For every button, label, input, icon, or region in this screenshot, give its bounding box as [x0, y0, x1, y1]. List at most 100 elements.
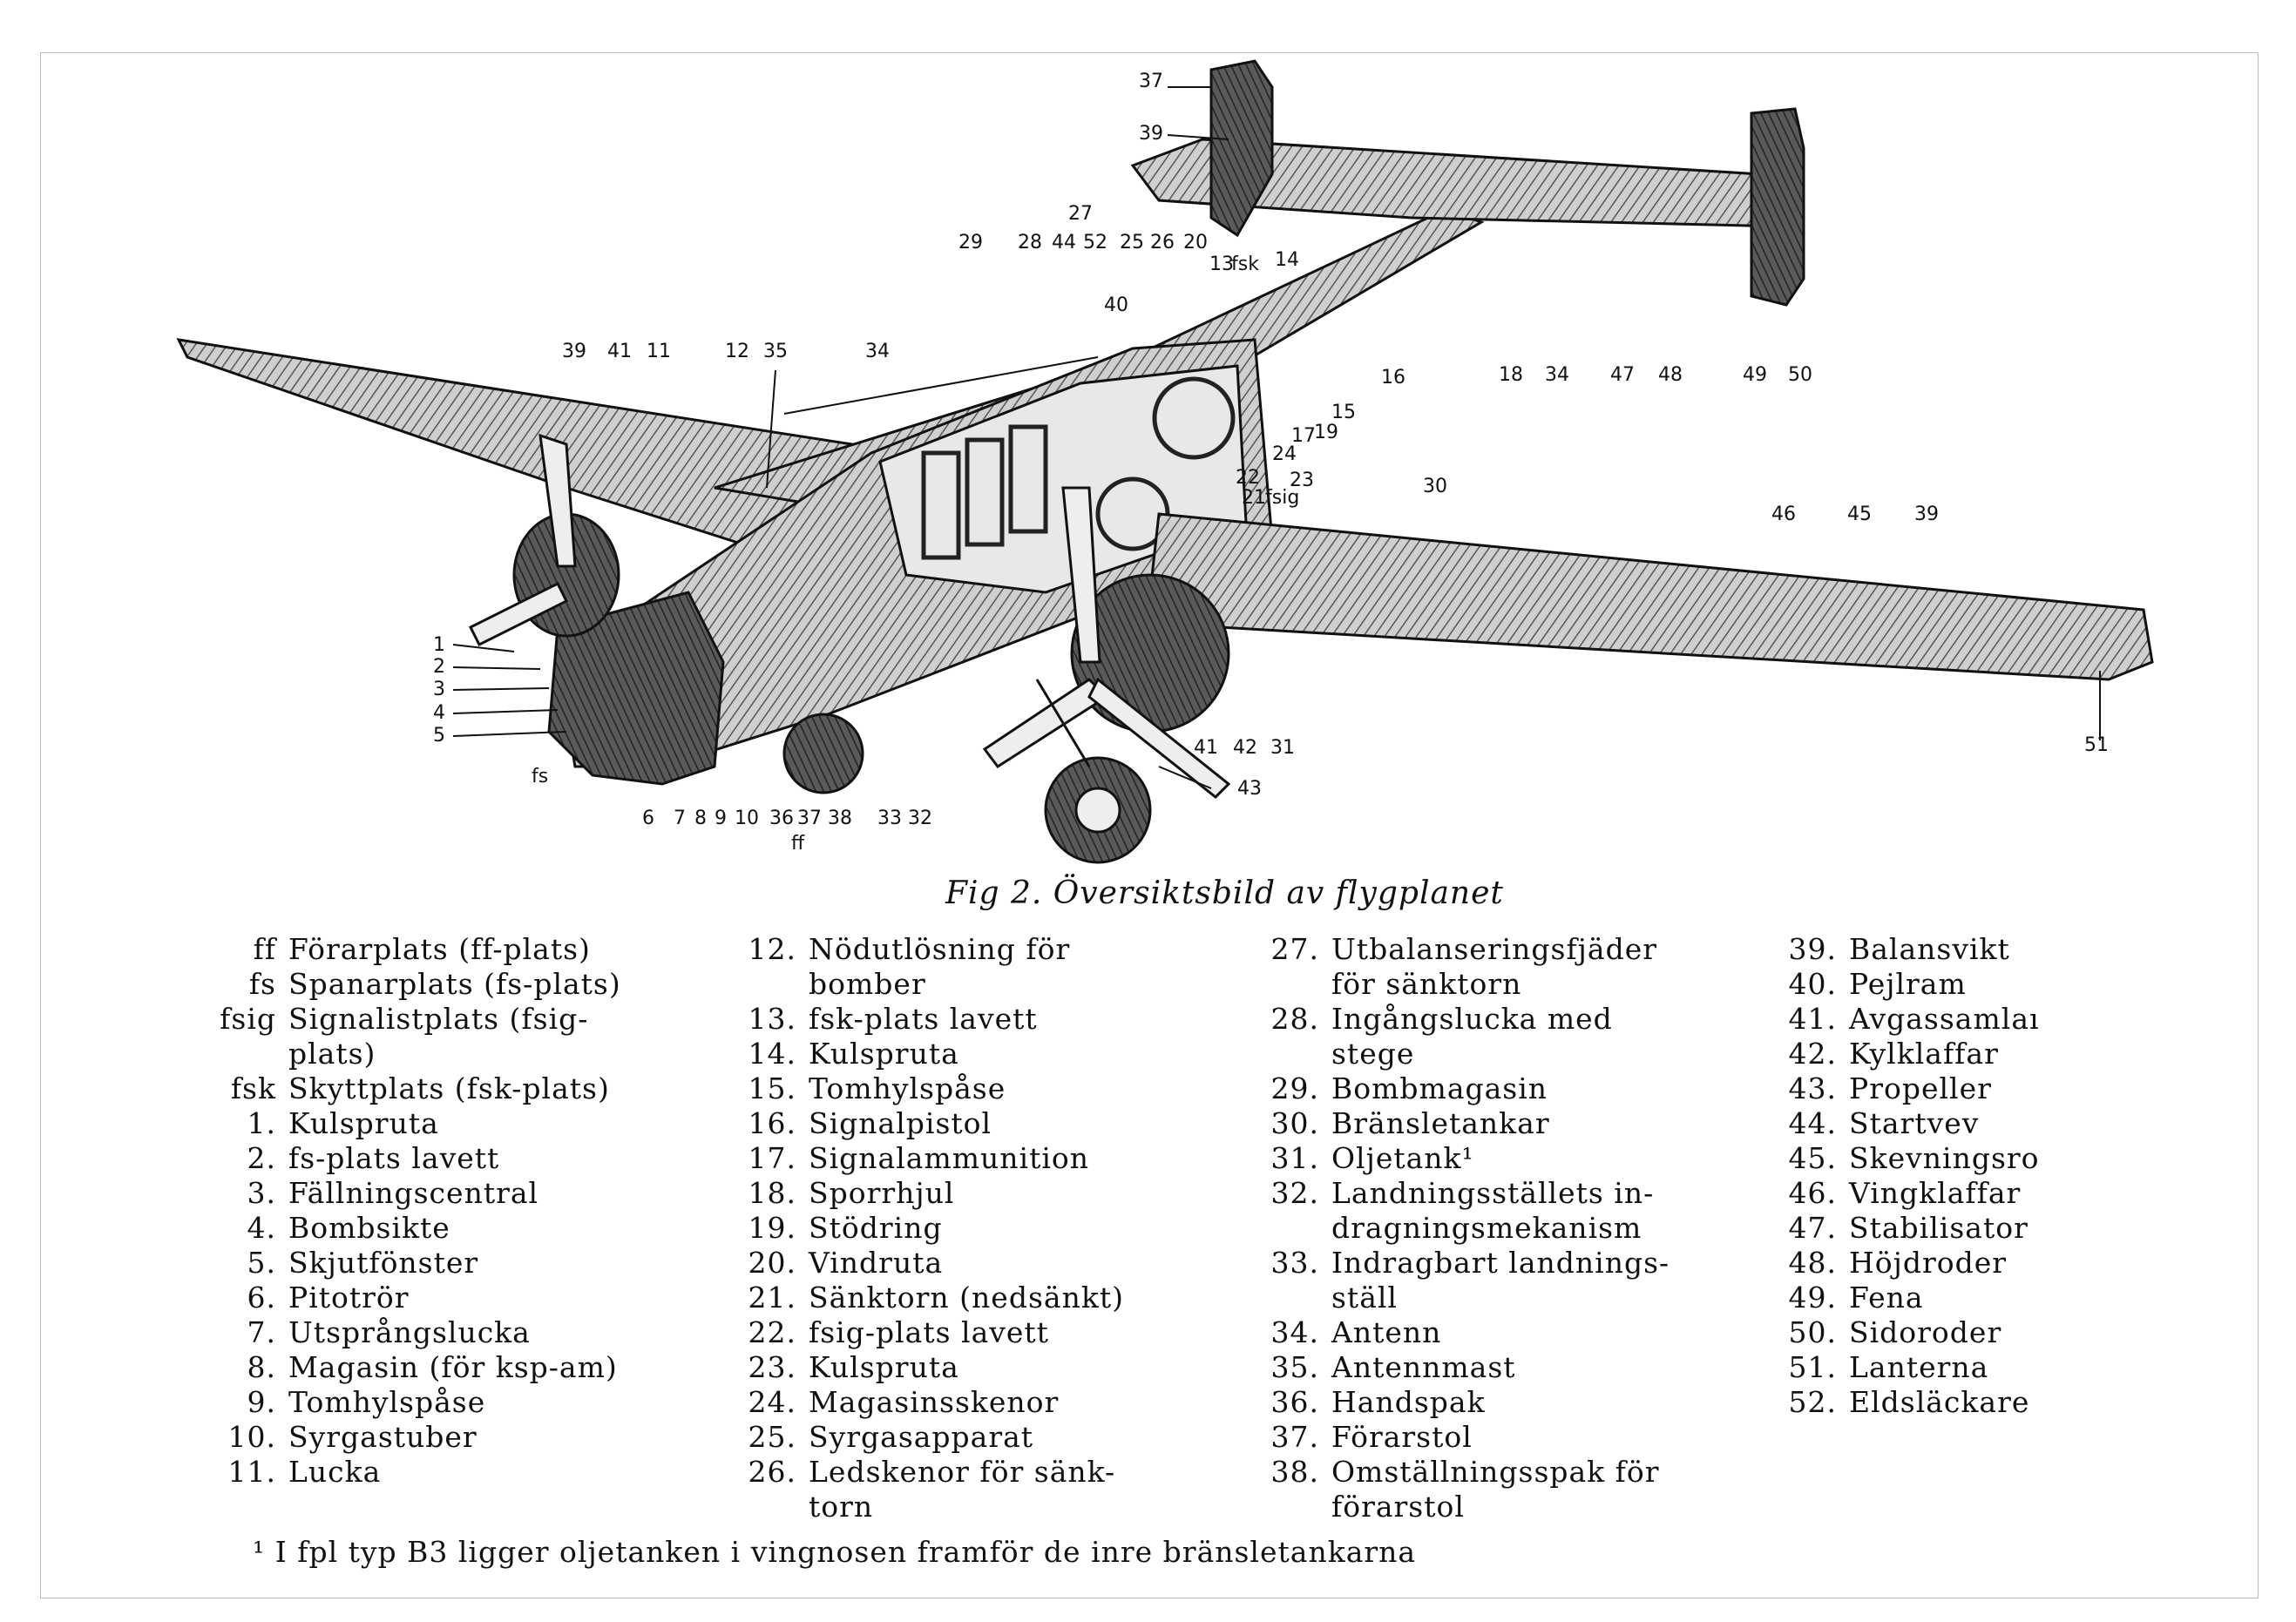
right-propeller — [982, 486, 1231, 800]
legend-text: Stödring — [809, 1211, 943, 1245]
legend-text: Skjutfönster — [288, 1246, 479, 1280]
callout-33: 33 — [877, 808, 902, 829]
callout-16: 16 — [1381, 367, 1405, 389]
callout-41-top: 41 — [607, 341, 632, 362]
legend-text: Bränsletankar — [1331, 1106, 1550, 1140]
figure-frame — [40, 52, 2259, 1598]
callout-34-top: 34 — [865, 341, 890, 362]
legend-item: 48.Höjdroder — [1771, 1246, 2040, 1281]
legend-key: 27. — [1270, 932, 1319, 966]
callout-31: 31 — [1270, 737, 1295, 759]
callout-39-wing: 39 — [1914, 503, 1939, 525]
legend-item: 8.Magasin (för ksp-am) — [205, 1350, 621, 1385]
callout-35: 35 — [763, 341, 788, 362]
legend-text: Indragbart landnings- — [1331, 1246, 1670, 1280]
legend-key: 17. — [748, 1141, 796, 1175]
legend-text: Kulspruta — [809, 1350, 959, 1384]
callout-13: 13 — [1209, 253, 1234, 275]
callout-1: 1 — [433, 634, 445, 656]
callout-19: 19 — [1314, 422, 1338, 443]
legend-key: 33. — [1270, 1246, 1319, 1280]
legend-item: 19. Stödring — [730, 1211, 1124, 1246]
legend-key: fsk — [230, 1071, 276, 1105]
legend-text: Kulspruta — [288, 1106, 439, 1140]
legend-key: 2. — [247, 1141, 276, 1175]
legend-item: 31.Oljetank¹ — [1253, 1141, 1670, 1176]
legend-key: 39. — [1788, 932, 1837, 966]
legend-key — [1253, 1037, 1319, 1071]
legend-text: Kulspruta — [809, 1037, 959, 1071]
legend-text: Nödutlösning för — [809, 932, 1071, 966]
legend-item: 18.Sporrhjul — [730, 1176, 1124, 1211]
legend-key: 11. — [227, 1455, 276, 1489]
callout-37-tail: 37 — [1139, 71, 1163, 92]
callout-37: 37 — [797, 808, 822, 829]
legend-key: 46. — [1788, 1176, 1837, 1210]
callout-47: 47 — [1610, 364, 1635, 386]
legend-key: 1. — [247, 1106, 276, 1140]
right-wing — [1148, 512, 2154, 681]
legend-key: 36. — [1270, 1385, 1319, 1419]
legend-text: torn — [809, 1490, 874, 1524]
legend-item: 14.Kulspruta — [730, 1037, 1124, 1071]
legend-key: 50. — [1788, 1315, 1837, 1349]
legend-text: Fena — [1849, 1281, 1924, 1314]
callout-49: 49 — [1743, 364, 1767, 386]
legend-text: Pejlram — [1849, 967, 1967, 1001]
legend-key: ff — [253, 932, 276, 966]
legend-text: Bombmagasin — [1331, 1071, 1548, 1105]
legend-text: Utsprångslucka — [288, 1315, 531, 1349]
legend-key: 19. — [748, 1211, 796, 1245]
callout-36: 36 — [769, 808, 794, 829]
left-wing — [176, 338, 883, 559]
legend-text: Sänktorn (nedsänkt) — [809, 1281, 1124, 1314]
callout-ff: ff — [791, 833, 805, 855]
legend-item: 21.Sänktorn (nedsänkt) — [730, 1281, 1124, 1315]
left-fin — [1209, 59, 1274, 238]
callout-38: 38 — [828, 808, 852, 829]
legend-item: ställ — [1253, 1281, 1670, 1315]
legend-key: 43. — [1788, 1071, 1837, 1105]
legend-key: 48. — [1788, 1246, 1837, 1280]
legend-text: Syrgasapparat — [809, 1420, 1034, 1454]
legend-item: 52.Eldsläckare — [1771, 1385, 2040, 1420]
legend-text: Skevningsro — [1849, 1141, 2040, 1175]
legend-item: 34.Antenn — [1253, 1315, 1670, 1350]
legend-item: 44.Startvev — [1771, 1106, 2040, 1141]
legend-column-3: 27.Utbalanseringsfjäder för sänktorn 28.… — [1253, 932, 1670, 1524]
callout-26: 26 — [1150, 232, 1175, 253]
legend-item: 36.Handspak — [1253, 1385, 1670, 1420]
callout-5: 5 — [433, 725, 445, 747]
nose-glazing — [547, 591, 725, 786]
legend-text: Signalistplats (fsig- — [288, 1002, 589, 1036]
legend-key: 25. — [748, 1420, 796, 1454]
leader-lines — [452, 86, 2101, 789]
callout-9: 9 — [715, 808, 727, 829]
callout-41-bottom: 41 — [1194, 737, 1218, 759]
callout-8: 8 — [694, 808, 707, 829]
legend-key: 20. — [748, 1246, 796, 1280]
callout-15: 15 — [1331, 402, 1356, 423]
callout-43: 43 — [1237, 778, 1262, 800]
legend-key: 18. — [748, 1176, 796, 1210]
legend-key: 26. — [748, 1455, 796, 1489]
legend-text: Sidoroder — [1849, 1315, 2002, 1349]
callout-27: 27 — [1068, 203, 1093, 225]
legend-text: Eldsläckare — [1849, 1385, 2030, 1419]
legend-item: stege — [1253, 1037, 1670, 1071]
legend-key: 51. — [1788, 1350, 1837, 1384]
legend-item: 17.Signalammunition — [730, 1141, 1124, 1176]
legend-key: 9. — [247, 1385, 276, 1419]
legend-column-4: 39.Balansvikt 40.Pejlram 41.Avgassamlaı … — [1771, 932, 2040, 1420]
legend-item: 46.Vingklaffar — [1771, 1176, 2040, 1211]
legend-item: 26.Ledskenor för sänk- — [730, 1455, 1124, 1490]
legend-item: för sänktorn — [1253, 967, 1670, 1002]
legend-key: 6. — [247, 1281, 276, 1314]
legend-text: Bombsikte — [288, 1211, 450, 1245]
callout-12: 12 — [725, 341, 749, 362]
legend-key: 13. — [748, 1002, 796, 1036]
legend-item: 27.Utbalanseringsfjäder — [1253, 932, 1670, 967]
legend-text: Landningsställets in- — [1331, 1176, 1655, 1210]
